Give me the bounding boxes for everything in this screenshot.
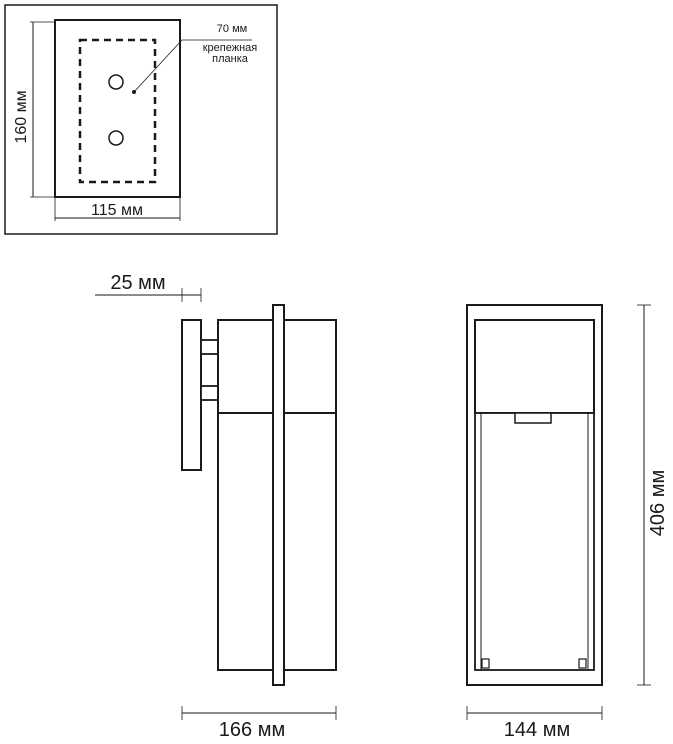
screw-hole-bottom [108, 130, 124, 146]
detail-frame [4, 4, 278, 235]
depth-label: 166 мм [219, 719, 285, 741]
screw-hole-top [108, 74, 124, 90]
mount-plate-detail: 70 мм крепежная планка 160 мм 115 мм [4, 4, 278, 235]
front-socket-tab [514, 412, 552, 424]
mounting-bracket [78, 38, 157, 184]
plate-height-label: 160 мм [13, 90, 30, 143]
front-top-cap [474, 319, 595, 414]
front-foot-right [578, 658, 587, 669]
front-glass-area [474, 412, 595, 671]
bracket-label-line2: планка [212, 53, 249, 65]
height-label: 406 мм [647, 470, 669, 536]
bracket-leader-line [133, 39, 252, 93]
side-frame-strip [272, 304, 285, 686]
width-label: 144 мм [504, 719, 570, 741]
spacing-label: 70 мм [217, 23, 247, 35]
plate-width-label: 115 мм [91, 202, 143, 219]
side-arm-upper [200, 339, 219, 355]
side-wall-plate [181, 319, 202, 471]
mount-plate-outline [54, 19, 181, 198]
front-view: 406 мм 144 мм [466, 304, 669, 741]
front-foot-left [481, 658, 490, 669]
side-arm-lower [200, 385, 219, 401]
bracket-label-line1: крепежная [203, 42, 258, 54]
side-view: 25 мм 166 мм [95, 272, 337, 741]
offset-label: 25 мм [110, 272, 165, 294]
